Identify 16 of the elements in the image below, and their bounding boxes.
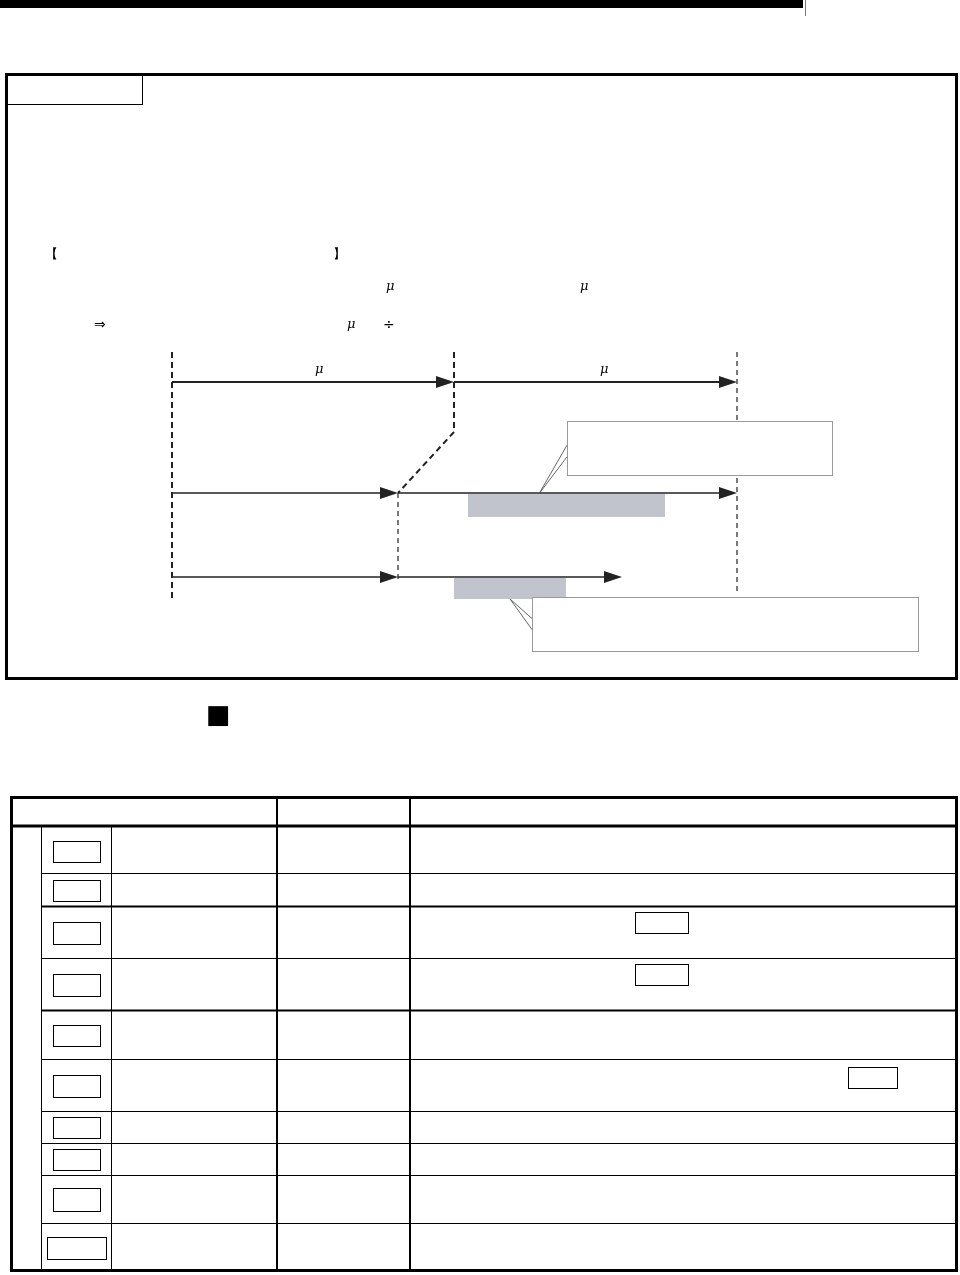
mu-symbol: μ (347, 317, 356, 330)
mu-symbol: μ (580, 279, 589, 292)
mu-symbol: μ (386, 279, 395, 292)
implies-symbol: ⇒ (94, 317, 106, 331)
mu-label: μ (600, 362, 609, 375)
closing-bracket: 】 (333, 247, 346, 260)
highlight-bar (468, 494, 665, 517)
mu-label: μ (315, 362, 324, 375)
callout-box (567, 421, 833, 476)
opening-bracket: 【 (45, 247, 58, 260)
division-sign: ÷ (383, 317, 395, 331)
highlight-bar (454, 578, 566, 599)
callout-box (532, 597, 919, 652)
leader-line (509, 598, 533, 630)
square-bullet: ■ (206, 701, 231, 727)
leader-line (538, 444, 568, 495)
